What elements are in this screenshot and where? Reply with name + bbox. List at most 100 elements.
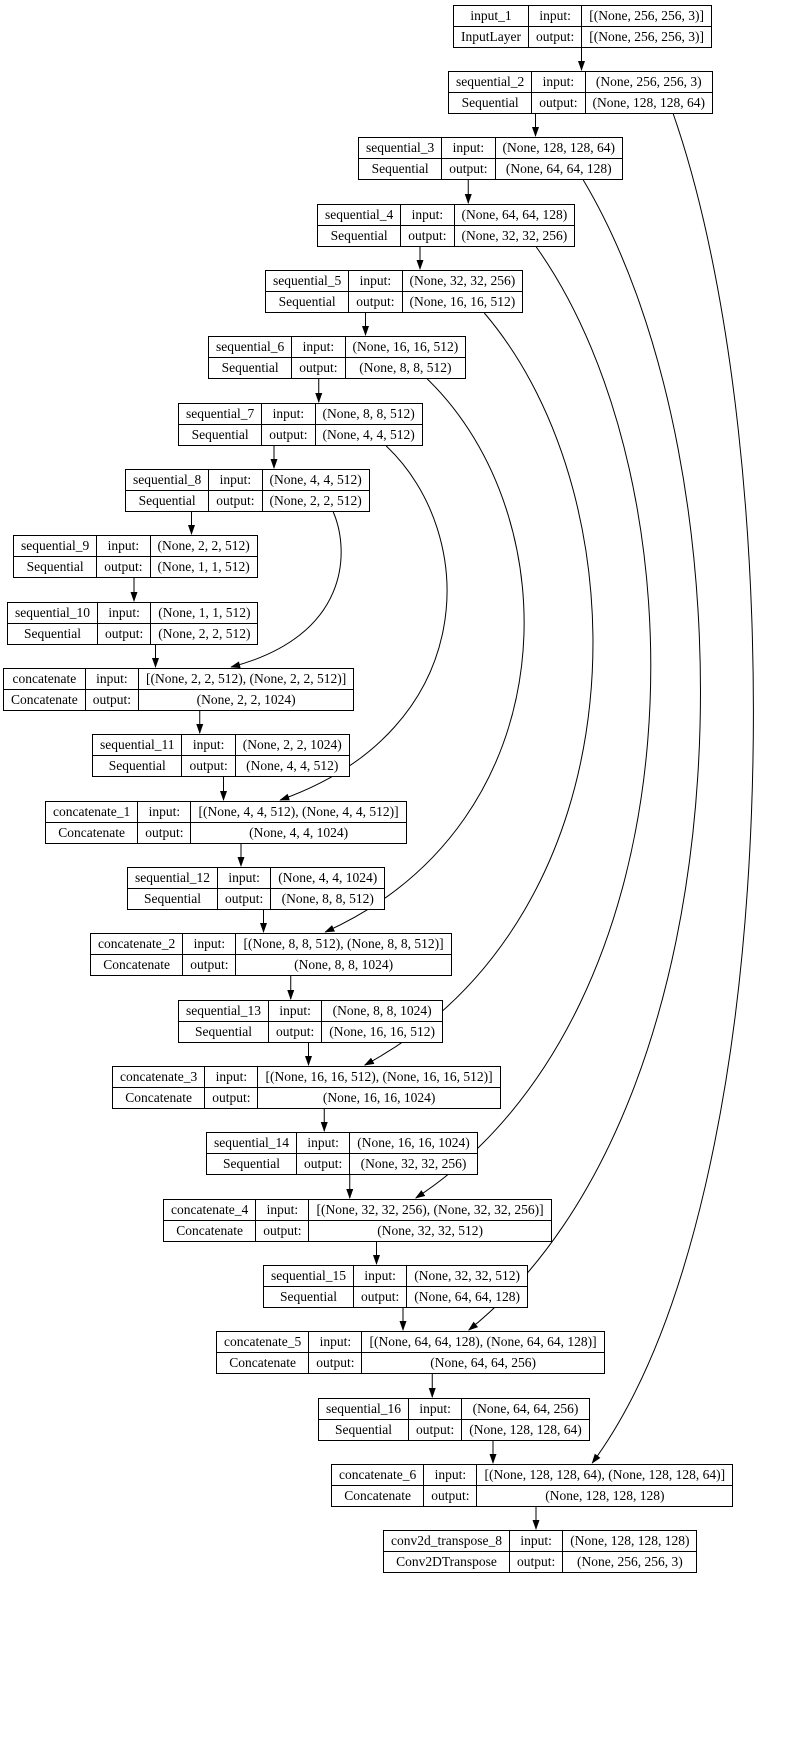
layer-node-sequential_3: sequential_3 input: (None, 128, 128, 64)… bbox=[357, 137, 623, 180]
node-output-label: output: bbox=[96, 556, 151, 578]
node-input-shape: (None, 4, 4, 1024) bbox=[270, 867, 386, 889]
node-output-label: output: bbox=[352, 1286, 408, 1308]
node-input-shape: [(None, 2, 2, 512), (None, 2, 2, 512)] bbox=[137, 668, 355, 690]
node-input-label: input: bbox=[531, 71, 586, 93]
layer-node-sequential_8: sequential_8 input: (None, 4, 4, 512) Se… bbox=[124, 469, 370, 512]
layer-node-sequential_4: sequential_4 input: (None, 64, 64, 128) … bbox=[316, 204, 576, 247]
node-input-label: input: bbox=[84, 668, 139, 690]
node-input-row: sequential_11 input: (None, 2, 2, 1024) bbox=[91, 734, 350, 756]
skip-connection-edge bbox=[324, 378, 525, 933]
skip-connection-edge bbox=[468, 179, 701, 1331]
layer-node-sequential_14: sequential_14 input: (None, 16, 16, 1024… bbox=[206, 1132, 478, 1175]
node-input-shape: (None, 2, 2, 1024) bbox=[234, 734, 350, 756]
node-input-row: concatenate input: [(None, 2, 2, 512), (… bbox=[3, 668, 355, 690]
node-input-label: input: bbox=[255, 1199, 310, 1221]
node-name: concatenate_2 bbox=[89, 933, 184, 955]
node-output-shape: (None, 4, 4, 512) bbox=[234, 755, 350, 777]
layer-node-body: sequential_10 input: (None, 1, 1, 512) S… bbox=[7, 602, 259, 645]
node-output-label: output: bbox=[308, 1352, 363, 1374]
node-output-row: Conv2DTranspose output: (None, 256, 256,… bbox=[383, 1551, 698, 1573]
node-output-shape: (None, 2, 2, 1024) bbox=[137, 689, 355, 711]
node-type: Concatenate bbox=[3, 689, 86, 711]
node-input-row: sequential_12 input: (None, 4, 4, 1024) bbox=[127, 867, 386, 889]
node-output-shape: (None, 2, 2, 512) bbox=[150, 623, 259, 645]
layer-node-body: concatenate_4 input: [(None, 32, 32, 256… bbox=[162, 1199, 552, 1242]
node-input-row: concatenate_5 input: [(None, 64, 64, 128… bbox=[215, 1331, 605, 1353]
node-input-row: concatenate_4 input: [(None, 32, 32, 256… bbox=[162, 1199, 552, 1221]
node-output-row: Sequential output: (None, 16, 16, 512) bbox=[264, 291, 524, 313]
node-input-label: input: bbox=[96, 535, 151, 557]
node-name: concatenate bbox=[3, 668, 86, 690]
node-input-row: sequential_13 input: (None, 8, 8, 1024) bbox=[178, 1000, 443, 1022]
node-name: sequential_4 bbox=[316, 204, 402, 226]
node-output-label: output: bbox=[441, 158, 496, 180]
node-output-label: output: bbox=[216, 888, 272, 910]
node-name: sequential_10 bbox=[7, 602, 98, 624]
node-input-shape: [(None, 128, 128, 64), (None, 128, 128, … bbox=[476, 1464, 734, 1486]
node-input-label: input: bbox=[182, 933, 237, 955]
layer-node-sequential_7: sequential_7 input: (None, 8, 8, 512) Se… bbox=[177, 403, 423, 446]
node-type: Sequential bbox=[206, 1153, 297, 1175]
node-output-label: output: bbox=[261, 424, 316, 446]
layer-node-body: conv2d_transpose_8 input: (None, 128, 12… bbox=[383, 1530, 698, 1573]
layer-node-body: concatenate_6 input: [(None, 128, 128, 6… bbox=[330, 1464, 734, 1507]
node-name: concatenate_3 bbox=[111, 1066, 206, 1088]
node-name: concatenate_6 bbox=[330, 1464, 425, 1486]
node-output-shape: (None, 2, 2, 512) bbox=[261, 490, 370, 512]
node-output-label: output: bbox=[400, 225, 455, 247]
node-output-shape: (None, 64, 64, 128) bbox=[494, 158, 623, 180]
layer-node-body: sequential_14 input: (None, 16, 16, 1024… bbox=[206, 1132, 478, 1175]
layer-node-body: concatenate input: [(None, 2, 2, 512), (… bbox=[3, 668, 355, 711]
node-output-row: Concatenate output: (None, 64, 64, 256) bbox=[215, 1352, 605, 1374]
node-name: input_1 bbox=[453, 5, 529, 27]
node-name: sequential_7 bbox=[177, 403, 263, 425]
layer-node-sequential_12: sequential_12 input: (None, 4, 4, 1024) … bbox=[127, 867, 386, 910]
node-type: Sequential bbox=[264, 291, 350, 313]
node-input-label: input: bbox=[348, 270, 403, 292]
node-type: Sequential bbox=[318, 1419, 409, 1441]
node-input-shape: (None, 4, 4, 512) bbox=[261, 469, 370, 491]
node-input-shape: (None, 8, 8, 512) bbox=[314, 403, 423, 425]
node-input-label: input: bbox=[291, 336, 346, 358]
node-type: Sequential bbox=[127, 888, 218, 910]
layer-node-body: sequential_9 input: (None, 2, 2, 512) Se… bbox=[12, 535, 258, 578]
node-output-row: Concatenate output: (None, 8, 8, 1024) bbox=[89, 954, 452, 976]
layer-node-concatenate_6: concatenate_6 input: [(None, 128, 128, 6… bbox=[330, 1464, 734, 1507]
node-name: sequential_6 bbox=[207, 336, 293, 358]
node-input-shape: [(None, 32, 32, 256), (None, 32, 32, 256… bbox=[308, 1199, 552, 1221]
node-input-shape: (None, 16, 16, 512) bbox=[344, 336, 467, 358]
node-input-row: concatenate_6 input: [(None, 128, 128, 6… bbox=[330, 1464, 734, 1486]
node-name: concatenate_1 bbox=[44, 801, 139, 823]
node-input-shape: [(None, 8, 8, 512), (None, 8, 8, 512)] bbox=[235, 933, 452, 955]
node-input-label: input: bbox=[400, 204, 455, 226]
node-input-row: sequential_14 input: (None, 16, 16, 1024… bbox=[206, 1132, 478, 1154]
node-output-shape: (None, 32, 32, 512) bbox=[308, 1220, 552, 1242]
node-name: conv2d_transpose_8 bbox=[383, 1530, 510, 1552]
node-output-shape: (None, 8, 8, 512) bbox=[344, 357, 467, 379]
layer-node-body: concatenate_2 input: [(None, 8, 8, 512),… bbox=[89, 933, 452, 976]
node-output-shape: (None, 64, 64, 128) bbox=[406, 1286, 528, 1308]
layer-node-body: sequential_4 input: (None, 64, 64, 128) … bbox=[316, 204, 576, 247]
layer-node-body: sequential_11 input: (None, 2, 2, 1024) … bbox=[91, 734, 350, 777]
node-output-shape: (None, 8, 8, 1024) bbox=[235, 954, 452, 976]
node-output-label: output: bbox=[208, 490, 263, 512]
node-output-row: Sequential output: (None, 16, 16, 512) bbox=[178, 1021, 443, 1043]
node-type: Sequential bbox=[178, 1021, 269, 1043]
node-input-row: sequential_6 input: (None, 16, 16, 512) bbox=[207, 336, 467, 358]
node-input-row: sequential_4 input: (None, 64, 64, 128) bbox=[316, 204, 576, 226]
node-output-shape: (None, 16, 16, 1024) bbox=[257, 1087, 501, 1109]
node-input-label: input: bbox=[295, 1132, 351, 1154]
node-output-row: Sequential output: (None, 128, 128, 64) bbox=[447, 92, 713, 114]
node-output-label: output: bbox=[531, 92, 586, 114]
node-type: Sequential bbox=[91, 755, 183, 777]
node-input-label: input: bbox=[441, 137, 496, 159]
node-input-row: sequential_7 input: (None, 8, 8, 512) bbox=[177, 403, 423, 425]
node-input-row: sequential_8 input: (None, 4, 4, 512) bbox=[124, 469, 370, 491]
layer-node-concatenate_3: concatenate_3 input: [(None, 16, 16, 512… bbox=[111, 1066, 501, 1109]
node-input-label: input: bbox=[508, 1530, 564, 1552]
layer-node-body: sequential_12 input: (None, 4, 4, 1024) … bbox=[127, 867, 386, 910]
node-output-shape: (None, 32, 32, 256) bbox=[349, 1153, 478, 1175]
node-name: concatenate_4 bbox=[162, 1199, 257, 1221]
node-name: sequential_14 bbox=[206, 1132, 297, 1154]
node-input-shape: (None, 1, 1, 512) bbox=[150, 602, 259, 624]
